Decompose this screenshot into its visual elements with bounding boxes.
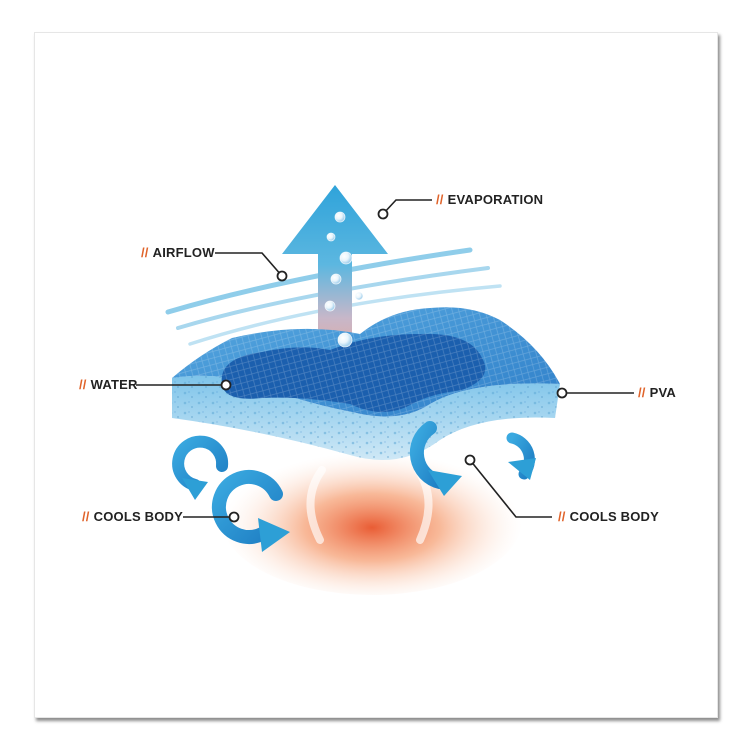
evaporation-arrow	[282, 185, 388, 362]
label-airflow-text: AIRFLOW	[152, 245, 215, 260]
leader-cools-right	[469, 459, 552, 518]
label-evaporation-text: EVAPORATION	[447, 192, 544, 207]
label-pva-text: PVA	[649, 385, 676, 400]
leader-airflow	[215, 252, 283, 277]
label-prefix: //	[82, 509, 90, 524]
label-cools-body-right: //COOLS BODY	[558, 510, 659, 524]
label-water-text: WATER	[90, 377, 138, 392]
leader-evaporation	[382, 199, 432, 215]
leader-endpoints	[220, 208, 568, 523]
label-prefix: //	[141, 245, 149, 260]
leader-lines	[136, 199, 634, 518]
heat-wave-left	[306, 466, 326, 544]
label-prefix: //	[558, 509, 566, 524]
label-airflow: //AIRFLOW	[141, 246, 215, 260]
label-cools-body-left: //COOLS BODY	[82, 510, 183, 524]
label-pva: //PVA	[638, 386, 676, 400]
bubble-icon	[324, 211, 364, 348]
curved-arrow-icon	[172, 421, 536, 552]
label-water: //WATER	[79, 378, 138, 392]
label-prefix: //	[436, 192, 444, 207]
label-cools-body-left-text: COOLS BODY	[93, 509, 184, 524]
label-cools-body-right-text: COOLS BODY	[569, 509, 660, 524]
label-prefix: //	[638, 385, 646, 400]
label-evaporation: //EVAPORATION	[436, 193, 543, 207]
label-prefix: //	[79, 377, 87, 392]
